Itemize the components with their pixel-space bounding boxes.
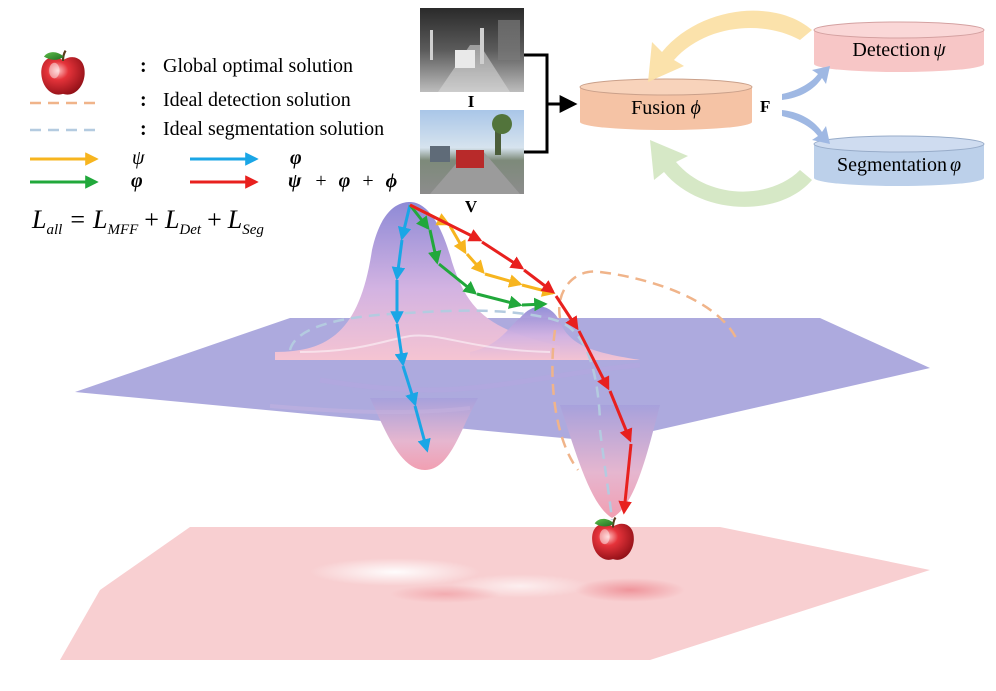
floor-plane (60, 527, 930, 660)
feature-to-detection-arrow (782, 66, 830, 100)
legend-ideal-detection: Ideal detection solution (163, 89, 351, 111)
legend: : Global optimal solution : Ideal detect… (30, 49, 397, 192)
loss-formula: Lall=LMFF+LDet+LSeg (31, 205, 264, 238)
trajectory-phi (408, 204, 548, 312)
infrared-image (420, 8, 524, 92)
legend-global-optimal: Global optimal solution (163, 55, 353, 77)
global-optimum-apple-icon (591, 516, 635, 561)
legend-ideal-segmentation: Ideal segmentation solution (163, 118, 384, 140)
detection-feedback-arrow (648, 10, 812, 82)
legend-phi: φ (131, 170, 143, 192)
legend-colon: : (140, 89, 147, 111)
segmentation-feedback-arrow (650, 140, 812, 207)
ideal-detection-curve (551, 270, 740, 471)
ideal-segmentation-curve (288, 309, 614, 521)
loss-surface (75, 202, 930, 518)
trajectory-varphi (390, 204, 431, 453)
apple-legend-icon (40, 49, 86, 96)
legend-colon: : (140, 118, 147, 140)
legend-varphi: φ (290, 147, 302, 169)
feature-label: F (760, 97, 770, 116)
legend-colon: : (140, 55, 147, 77)
feature-to-segmentation-arrow (782, 110, 830, 144)
infrared-label: I (468, 92, 475, 111)
trajectory-combined (409, 203, 633, 515)
input-bracket (524, 53, 549, 154)
legend-psi: ψ (132, 147, 145, 169)
visible-image (420, 110, 524, 194)
legend-combo: ψ+φ+ϕ (288, 170, 397, 192)
visible-label: V (465, 197, 478, 216)
